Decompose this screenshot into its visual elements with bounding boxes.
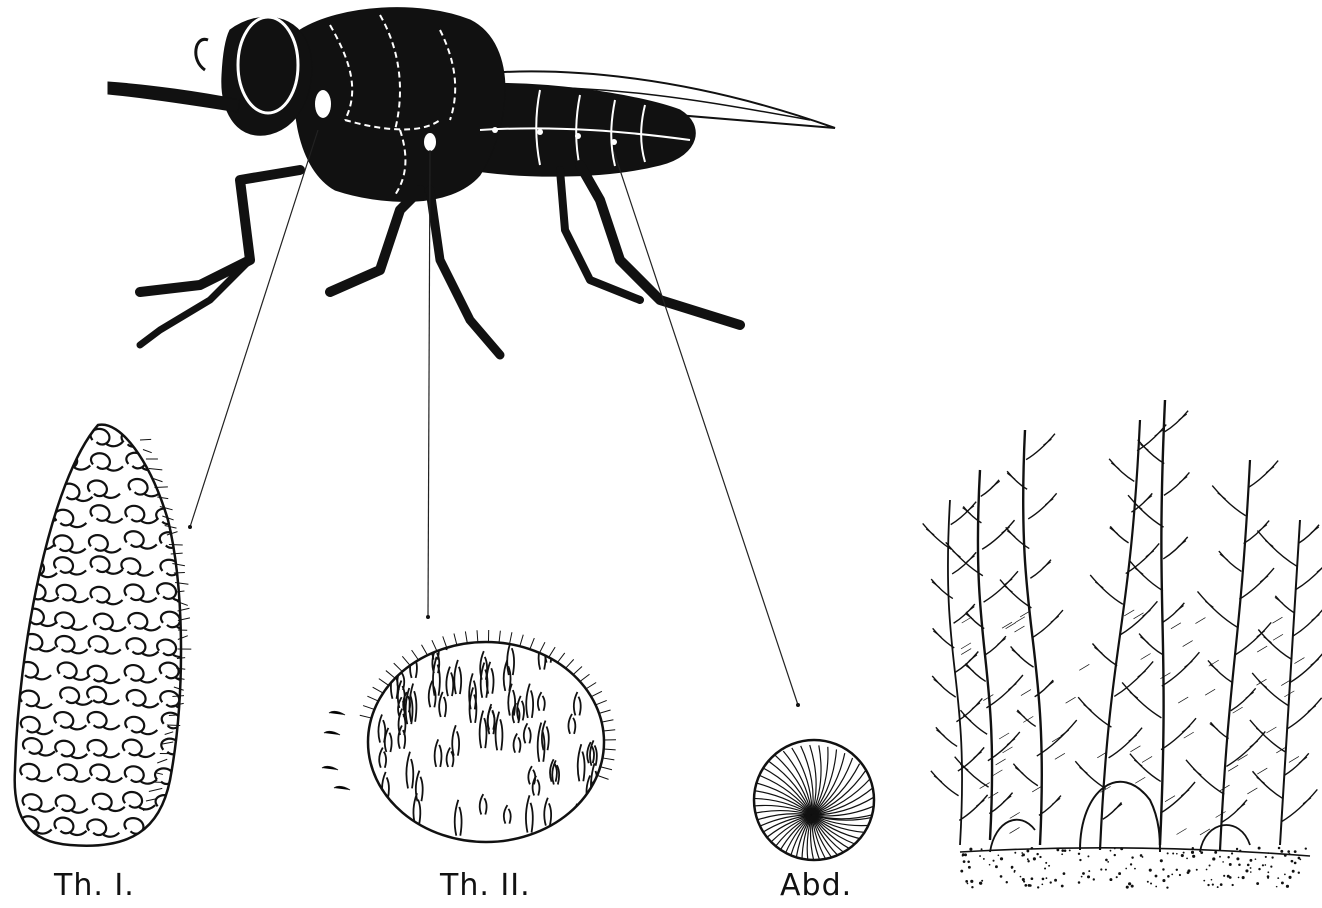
fly-proboscis [108,82,240,112]
fly-front-leg [140,170,300,292]
abdominal-spiracle [742,740,882,885]
label-thoracic-1: Th. I. [54,868,135,903]
label-abdominal: Abd. [780,868,852,903]
thoracic-spiracle-1 [15,425,194,846]
leader-line-abd [614,152,798,705]
fly-middle-leg [330,190,420,292]
label-thoracic-2: Th. II. [440,868,531,903]
leader-lines [190,130,798,705]
leader-line-th2 [428,150,430,617]
fly-silhouette [108,8,835,355]
spiracle-hair-detail [923,400,1322,889]
fly-hind-leg [580,165,740,325]
leader-line-th1 [190,130,318,527]
thoracic-spiracle-2 [322,614,616,842]
